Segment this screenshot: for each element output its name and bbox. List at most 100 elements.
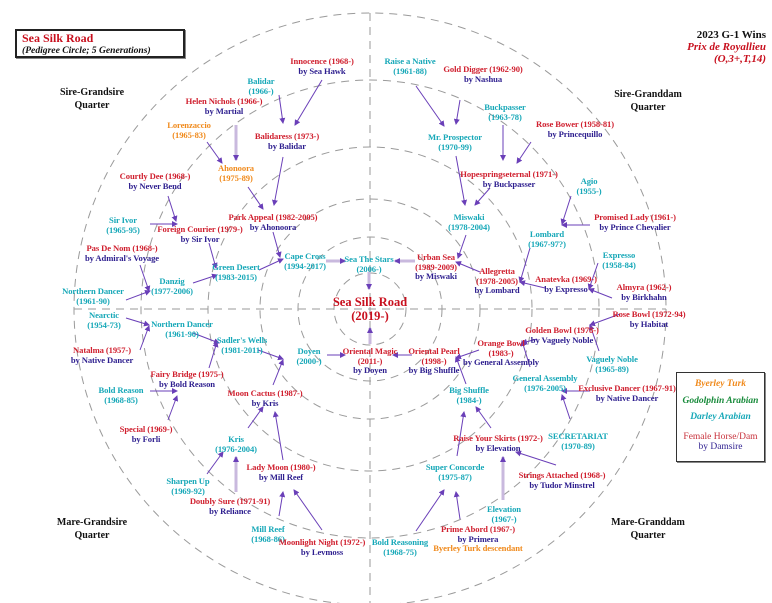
ancestor-node: Miswaki(1978-2004)	[448, 212, 490, 232]
quarter-sire-granddam: Sire-Granddam Quarter	[614, 89, 682, 114]
ancestor-node: Moon Cactus (1987-)by Kris	[228, 388, 303, 408]
damsire-label: by Habitat	[629, 318, 669, 329]
ancestor-node: Sea The Stars(2006-)	[344, 254, 394, 274]
lineage-arrow	[455, 349, 480, 360]
ancestor-node: Hopespringseternal (1971-)by Buckpasser	[460, 169, 558, 189]
quarter-label: Quarter	[630, 529, 666, 541]
damsire-label: by Native Dancer	[595, 392, 659, 403]
horse-label: Nearctic	[88, 310, 120, 320]
ancestor-node: SECRETARIAT(1970-89)	[548, 431, 608, 451]
damsire-label: by Prince Chevalier	[599, 221, 671, 232]
lineage-arrow	[167, 195, 178, 222]
ancestor-node: Oriental Magic(2011-)by Doyen	[343, 346, 398, 376]
lineage-arrow	[521, 338, 538, 345]
ancestor-node: Ahonoora(1975-89)	[218, 163, 254, 183]
damsire-label: by Princequillo	[547, 128, 603, 139]
horse-label: Pas De Nom (1968-)	[86, 243, 158, 253]
lineage-arrow	[415, 489, 445, 532]
ancestor-node: Green Desert(1983-2015)	[212, 262, 260, 282]
ancestor-node: Orange Bowl(1983-)by General Assembly	[463, 338, 539, 368]
horse-label: Gold Digger (1962-90)	[443, 64, 523, 74]
damsire-label: by Vaguely Noble	[530, 334, 594, 345]
horse-label: Oriental Pearl	[408, 346, 460, 356]
lineage-arrow	[588, 324, 600, 352]
horse-label: General Assembly	[512, 373, 578, 383]
horse-label: (1968-85)	[104, 394, 138, 405]
damsire-label: by Bold Reason	[159, 378, 215, 389]
horse-label: Doyen	[297, 346, 321, 356]
damsire-label: by Primera	[457, 533, 499, 544]
ancestor-node: Bold Reasoning(1968-75)	[372, 537, 428, 557]
lineage-arrow	[272, 411, 284, 461]
damsire-label: by Birkhahn	[621, 291, 667, 302]
ancestor-node: Lombard(1967-97?)	[528, 229, 566, 249]
lineage-arrow	[453, 491, 461, 520]
ancestor-node: Special (1969-)by Forli	[120, 424, 173, 444]
horse-label: (1976-2004)	[215, 443, 257, 454]
ancestor-node: Gold Digger (1962-90)by Nashua	[443, 64, 523, 84]
ancestor-node: Sharpen Up(1969-92)	[166, 476, 209, 496]
horse-label: (1965-95)	[106, 224, 140, 235]
ancestor-node: Buckpasser(1963-78)	[484, 102, 526, 122]
lineage-arrow	[415, 85, 445, 127]
quarter-mare-grandsire: Mare-Grandsire Quarter	[57, 517, 127, 542]
title-box: Sea Silk Road (Pedigree Circle; 5 Genera…	[15, 29, 185, 58]
ancestor-node: Fairy Bridge (1975-)by Bold Reason	[151, 369, 224, 389]
horse-label: Bold Reason	[98, 385, 144, 395]
ancestor-node: Raise a Native(1961-88)	[384, 56, 435, 76]
lineage-arrow	[455, 155, 468, 206]
horse-label: (1968-75)	[383, 546, 417, 557]
quarter-label: Mare-Grandsire	[56, 517, 128, 528]
lineage-arrow	[247, 186, 264, 210]
damsire-label: by Native Dancer	[70, 354, 134, 365]
lineage-arrow	[518, 247, 531, 283]
ancestor-node: Helen Nichols (1966-)by Martial	[186, 96, 263, 116]
ancestor-node: Mr. Prospector(1970-99)	[428, 132, 482, 152]
lineage-arrow	[271, 156, 284, 206]
lineage-arrow	[520, 340, 531, 368]
damsire-label: by Levmoss	[300, 546, 344, 557]
quarter-label: Sire-Granddam	[614, 89, 682, 100]
damsire-label: by Lombard	[474, 285, 520, 296]
horse-label: Natalma (1957-)	[73, 345, 131, 355]
ancestor-node: General Assembly(1976-2005)	[512, 373, 578, 393]
horse-label: Danzig	[159, 276, 185, 286]
ancestor-node: Doubly Sure (1971-91)by Reliance	[190, 496, 270, 516]
lineage-arrow	[272, 231, 282, 258]
lineage-arrow	[519, 280, 546, 289]
ancestor-node: Kris(1976-2004)	[215, 434, 257, 454]
ancestor-node: Anatevka (1969-)by Expresso	[535, 274, 597, 294]
horse-label: (1977-2006)	[151, 285, 193, 296]
damsire-label: by Kris	[251, 397, 279, 408]
ancestor-node: Promised Lady (1961-)by Prince Chevalier	[594, 212, 676, 232]
lineage-arrow	[247, 406, 264, 429]
damsire-label: by Ahonoora	[249, 221, 297, 232]
horse-label: (1963-78)	[488, 111, 522, 122]
damsire-label: by Expresso	[544, 283, 588, 294]
horse-label: Kris	[228, 434, 244, 444]
lineage-arrow	[125, 317, 150, 327]
horse-label: Super Concorde	[425, 462, 485, 472]
horse-label: Sadler's Wells	[216, 335, 268, 345]
horse-label: Promised Lady (1961-)	[594, 212, 676, 222]
ancestor-node: Bold Reason(1968-85)	[98, 385, 144, 405]
ancestor-node: Oriental Pearl(1998-)by Big Shuffle	[408, 346, 460, 376]
ancestor-node: Danzig(1977-2006)	[151, 276, 193, 296]
ancestor-node: Foreign Courier (1979-)by Sir Ivor	[157, 224, 242, 244]
lineage-arrow	[456, 234, 467, 259]
ancestor-node: Doyen(2000-)	[296, 346, 321, 366]
horse-label: (1961-90)	[76, 295, 110, 306]
horse-label: (1965-83)	[172, 129, 206, 140]
horse-label: Lady Moon (1980-)	[246, 462, 316, 472]
quarter-label: Quarter	[74, 99, 110, 111]
legend-damsire: by Damsire	[698, 441, 743, 452]
horse-label: Byerley Turk descendant	[433, 543, 523, 554]
lineage-arrow	[589, 313, 621, 327]
horse-label: Sea The Stars	[344, 254, 394, 264]
lineage-arrow	[474, 187, 491, 206]
lineage-arrow	[257, 349, 284, 361]
damsire-label: by Buckpasser	[482, 178, 536, 189]
legend: Byerley Turk Godolphin Arabian Darley Ar…	[676, 372, 765, 462]
